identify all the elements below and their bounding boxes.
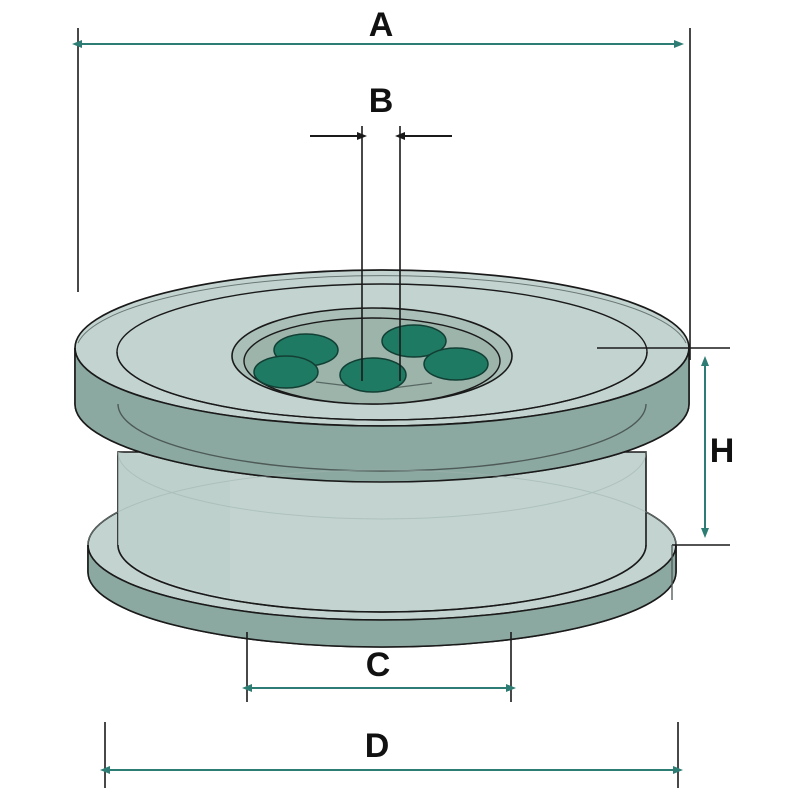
upper-flange-under-arc <box>117 403 647 472</box>
dimension-C: C <box>242 632 516 702</box>
hole <box>253 355 319 389</box>
core-body <box>117 451 647 613</box>
hole <box>339 357 407 393</box>
upper-flange-front <box>74 348 690 478</box>
dimension-label-d: D <box>365 727 390 765</box>
hole <box>381 324 447 358</box>
lower-flange-rim-front <box>87 545 677 648</box>
dimension-label-c: C <box>366 646 391 684</box>
hub-assembly <box>231 307 513 405</box>
upper-flange-edge-highlight <box>77 275 687 344</box>
dimension-label-h: H <box>710 432 735 470</box>
hub-holes <box>253 324 489 393</box>
core-shading <box>118 452 230 597</box>
dimension-B: B <box>310 82 452 381</box>
upper-flange-step-front-arc <box>116 351 648 421</box>
part-illustration <box>74 269 690 648</box>
dimension-label-b: B <box>369 82 394 120</box>
lower-flange-overlay <box>87 545 677 648</box>
dimension-A: A <box>72 6 691 360</box>
dimension-label-a: A <box>369 6 394 44</box>
dimension-H: H <box>597 347 735 600</box>
hole <box>423 347 489 381</box>
dimension-D: D <box>100 722 683 788</box>
construction-arcs <box>87 451 677 546</box>
core-base-arc <box>117 545 647 613</box>
upper-flange-rim-front <box>74 348 690 478</box>
